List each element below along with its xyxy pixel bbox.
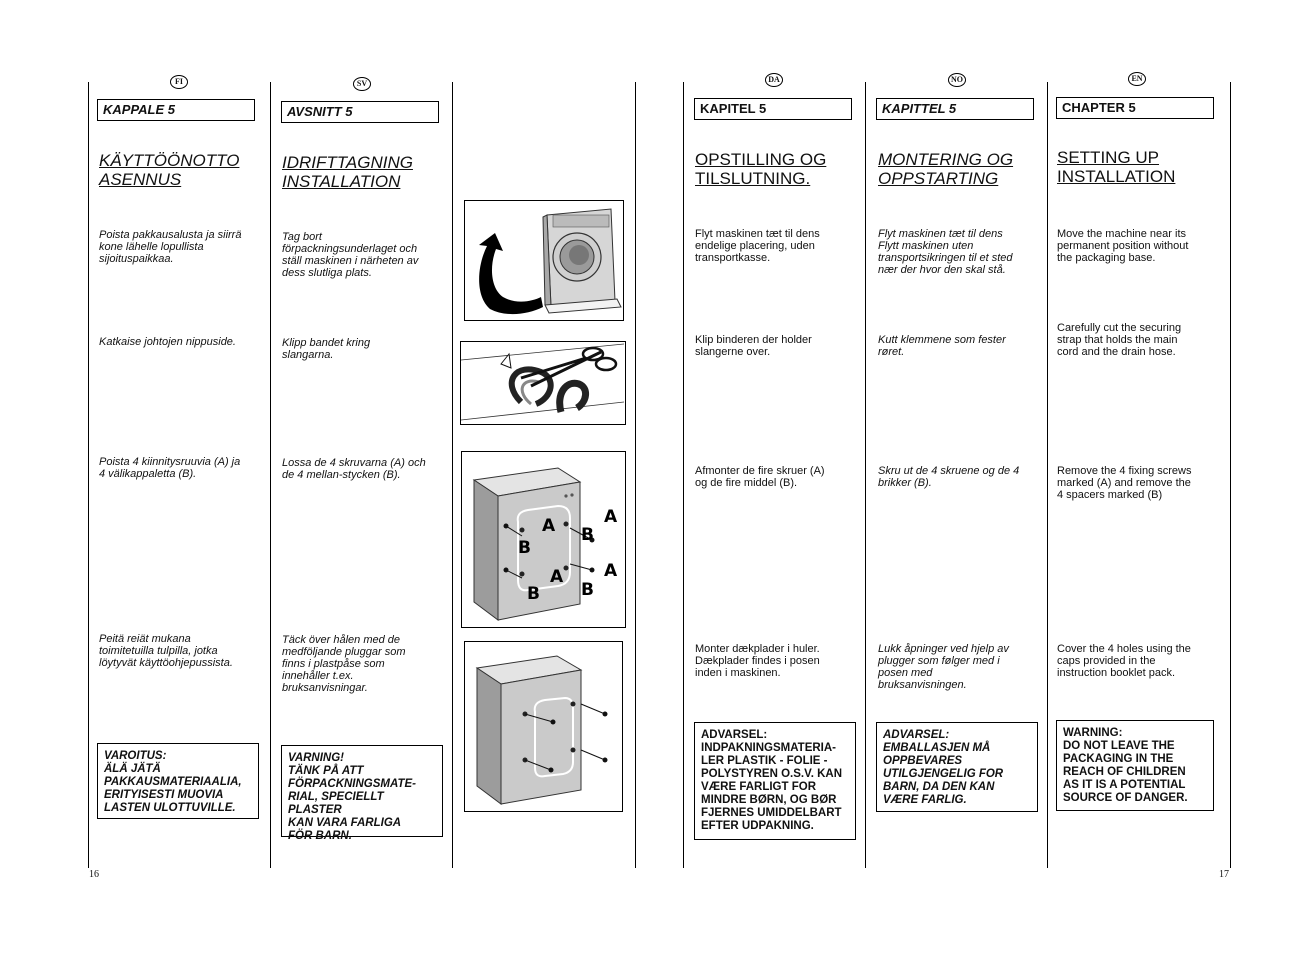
page-number-right: 17 <box>1219 869 1229 880</box>
language-badge-da: DA <box>765 73 783 87</box>
page-number-left: 16 <box>89 869 99 880</box>
instruction-text: Afmonter de fire skruer (A) og de fire m… <box>695 465 825 489</box>
warning-box: VAROITUS: ÄLÄ JÄTÄ PAKKAUSMATERIAALIA, E… <box>97 743 259 819</box>
column-divider <box>865 82 866 868</box>
instruction-text: Poista 4 kiinnitysruuvia (A) ja 4 välika… <box>99 456 241 480</box>
instruction-text: Klipp bandet kring slangarna. <box>282 337 371 361</box>
language-badge-sv: SV <box>353 77 371 91</box>
column-divider <box>88 82 89 868</box>
instruction-text: Täck över hålen med de medföljande plugg… <box>282 634 406 694</box>
figure-cover-holes <box>464 641 623 812</box>
instruction-text: Cover the 4 holes using the caps provide… <box>1057 643 1191 679</box>
column-divider <box>452 82 453 868</box>
figure-cut-strap <box>460 341 626 425</box>
label-a: A <box>604 561 618 581</box>
instruction-text: Lossa de 4 skruvarna (A) och de 4 mellan… <box>282 457 426 481</box>
instruction-text: Katkaise johtojen nippuside. <box>99 336 236 348</box>
label-a: A <box>542 516 556 536</box>
chapter-label: CHAPTER 5 <box>1056 97 1214 119</box>
label-a: A <box>550 567 564 587</box>
section-title: KÄYTTÖÖNOTTO ASENNUS <box>99 151 240 189</box>
warning-box: ADVARSEL: INDPAKNINGSMATERIA- LER PLASTI… <box>694 722 856 840</box>
section-title: MONTERING OG OPPSTARTING <box>878 150 1014 188</box>
label-b: B <box>518 538 531 558</box>
instruction-text: Skru ut de 4 skruene og de 4 brikker (B)… <box>878 465 1020 489</box>
instruction-text: Poista pakkausalusta ja siirrä kone lähe… <box>99 229 242 265</box>
section-title: SETTING UP INSTALLATION <box>1057 148 1176 186</box>
column-divider <box>1047 82 1048 868</box>
figure-screws-spacers: A A A A B B B B <box>461 451 626 628</box>
machine-caps-illustration <box>475 655 608 805</box>
instruction-text: Klip binderen der holder slangerne over. <box>695 334 812 358</box>
column-divider <box>683 82 684 868</box>
chapter-label: KAPITTEL 5 <box>876 98 1034 120</box>
washing-machine-illustration <box>479 208 622 315</box>
instruction-text: Lukk åpninger ved hjelp av plugger som f… <box>878 643 1009 691</box>
section-title: IDRIFTTAGNING INSTALLATION <box>282 153 413 191</box>
column-divider <box>270 82 271 868</box>
language-badge-no: NO <box>948 73 966 87</box>
language-badge-en: EN <box>1128 72 1146 86</box>
instruction-text: Move the machine near its permanent posi… <box>1057 228 1189 264</box>
language-badge-fi: FI <box>170 75 188 89</box>
column-divider <box>635 82 636 868</box>
warning-box: ADVARSEL: EMBALLASJEN MÅ OPPBEVARES UTIL… <box>876 722 1038 812</box>
section-title: OPSTILLING OG TILSLUTNING. <box>695 150 827 188</box>
chapter-label: KAPPALE 5 <box>97 99 255 121</box>
label-a: A <box>604 507 618 527</box>
instruction-text: Flyt maskinen tæt til dens Flytt maskine… <box>878 228 1013 276</box>
instruction-text: Flyt maskinen tæt til dens endelige plac… <box>695 228 820 264</box>
instruction-text: Monter dækplader i huler. Dækplader find… <box>695 643 820 679</box>
instruction-text: Kutt klemmene som fester røret. <box>878 334 1006 358</box>
warning-box: VARNING! TÄNK PÅ ATT FÖRPACKNINGSMATE- R… <box>281 745 443 842</box>
instruction-text: Tag bort förpackningsunderlaget och stäl… <box>282 231 419 279</box>
figure-remove-base <box>464 200 624 321</box>
label-b: B <box>527 584 540 604</box>
column-divider <box>1230 82 1231 868</box>
instruction-text: Remove the 4 fixing screws marked (A) an… <box>1057 465 1192 501</box>
warning-box: WARNING: DO NOT LEAVE THE PACKAGING IN T… <box>1056 720 1214 811</box>
chapter-label: AVSNITT 5 <box>281 101 439 123</box>
chapter-label: KAPITEL 5 <box>694 98 852 120</box>
label-b: B <box>581 525 594 545</box>
instruction-text: Peitä reiät mukana toimitetuilla tulpill… <box>99 633 233 669</box>
scissors-illustration <box>460 343 625 421</box>
instruction-text: Carefully cut the securing strap that ho… <box>1057 322 1182 358</box>
machine-back-illustration: A A A A B B B B <box>472 467 618 621</box>
label-b: B <box>581 580 594 600</box>
